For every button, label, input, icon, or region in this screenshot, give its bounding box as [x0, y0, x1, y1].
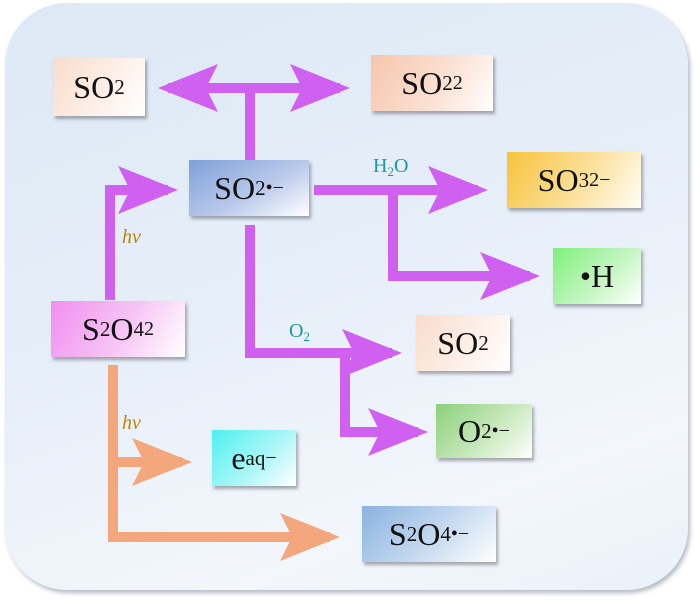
reagent-h2o: H2O	[373, 155, 408, 178]
node-text: SO	[73, 68, 115, 105]
arrow-s2o4-to-so2-radical	[105, 166, 178, 300]
reagent-text: O	[393, 155, 409, 177]
node-text: S	[388, 515, 407, 552]
label-hv-lower: hv	[122, 412, 141, 434]
reagent-subscript: 2	[387, 164, 394, 179]
node-text: e	[231, 439, 246, 476]
node-text: SO	[214, 169, 256, 206]
node-h-radical: •H	[553, 248, 641, 304]
arrow-to-s2o4-radical	[108, 460, 340, 561]
node-text: S	[82, 310, 100, 347]
label-hv-upper: hv	[122, 226, 141, 248]
arrow-to-so2-mid	[245, 225, 402, 377]
node-text: SO	[401, 64, 443, 101]
reagent-text: H	[373, 155, 388, 177]
reagent-subscript: 2	[303, 329, 310, 344]
node-text: O	[110, 310, 134, 347]
reagent-text: O	[289, 320, 304, 342]
arrow-to-o2-radical	[340, 353, 428, 456]
node-text: •H	[579, 257, 615, 294]
node-text: SO	[437, 324, 479, 361]
node-text: SO	[537, 161, 579, 198]
node-text: O	[458, 412, 482, 449]
node-text: O	[417, 515, 441, 552]
reagent-o2: O2	[289, 320, 310, 343]
arrow-to-h-radical	[388, 190, 540, 300]
